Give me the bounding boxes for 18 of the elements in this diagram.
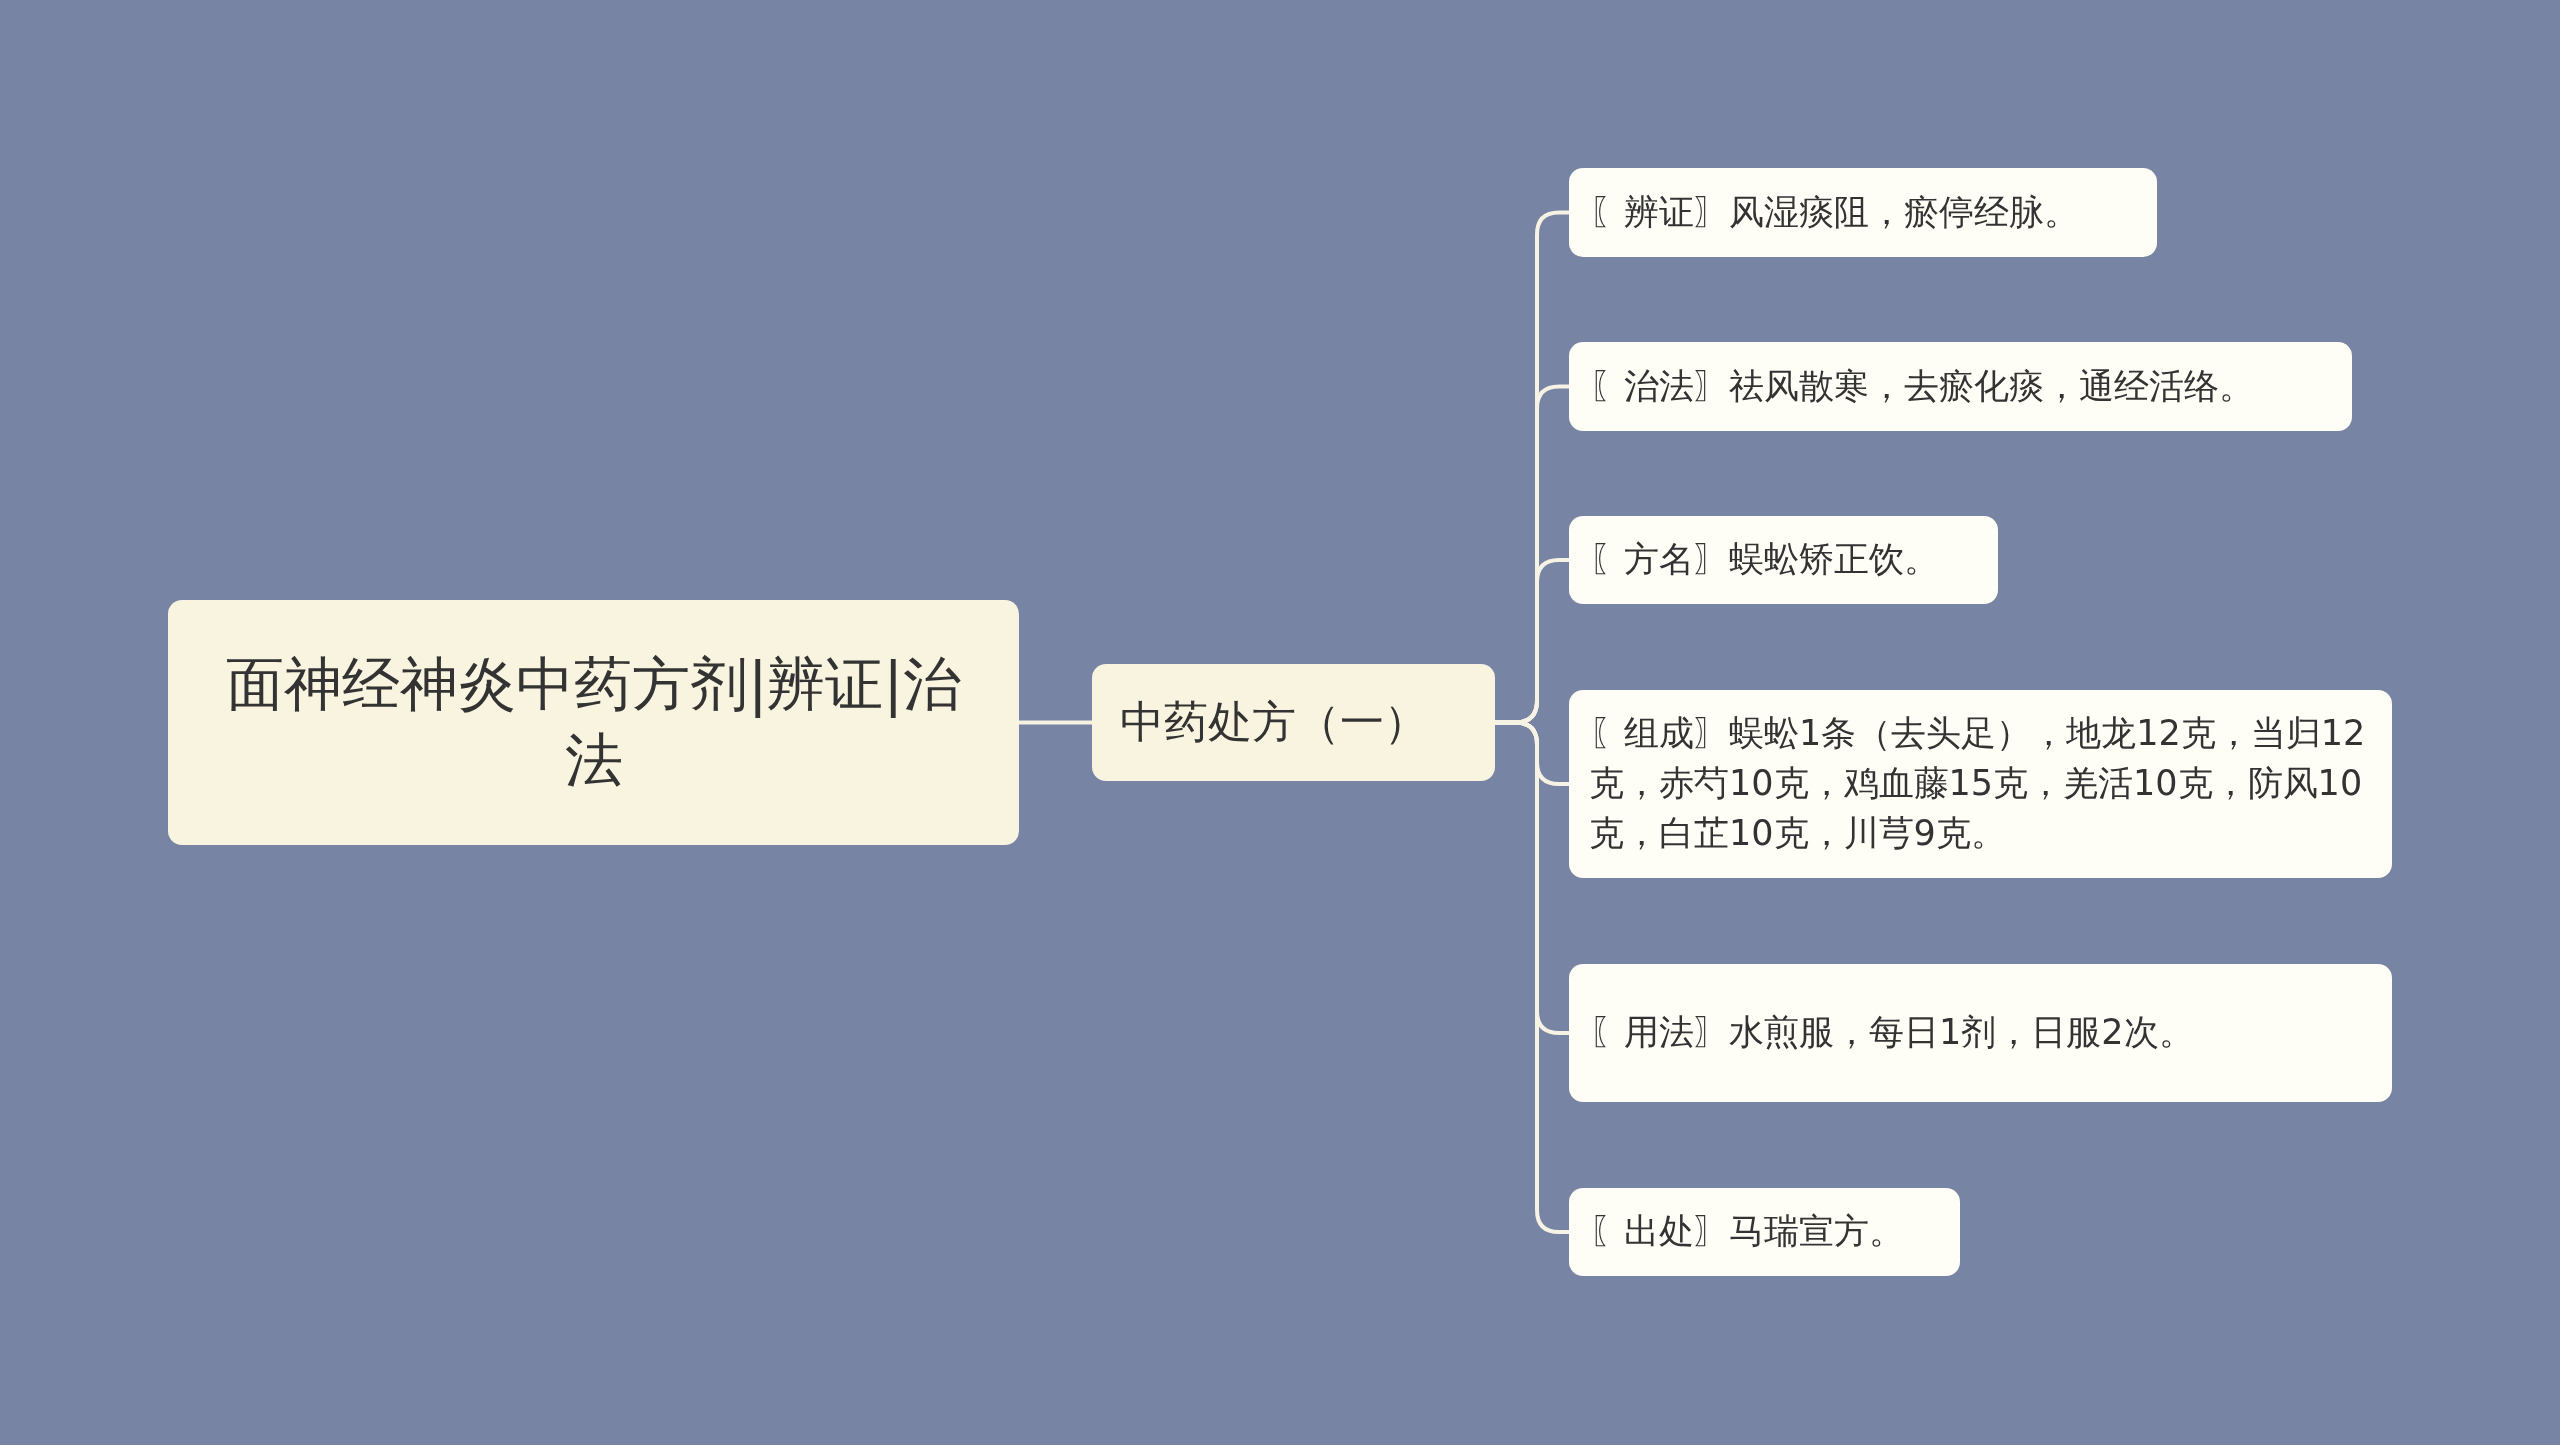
leaf-box	[1569, 168, 2157, 257]
connector-line	[1495, 720, 1569, 1234]
leaf-box	[1569, 964, 2392, 1102]
node-text: 〖用法〗水煎服，每日1剂，日服2次。	[1589, 1011, 2194, 1055]
node-text: 〖方名〗蜈蚣矫正饮。	[1589, 538, 1939, 582]
node-text: 〖治法〗祛风散寒，去瘀化痰，通经活络。	[1589, 364, 2254, 408]
leaf-box	[1569, 516, 1998, 604]
node-text: 〖出处〗马瑞宣方。	[1589, 1210, 1904, 1254]
leaf-box	[1569, 690, 2392, 878]
connector-line	[1019, 720, 1092, 725]
branch-box	[1092, 664, 1495, 781]
node-text: 面神经神炎中药方剂|辨证|治法	[224, 649, 963, 796]
topic-box	[168, 600, 1019, 845]
leaf-box	[1569, 342, 2352, 431]
node-text: 〖辨证〗风湿痰阻，瘀停经脉。	[1589, 190, 2079, 234]
node-text: 中药处方（一）	[1120, 695, 1428, 749]
leaf-box	[1569, 1188, 1960, 1276]
node-text: 〖组成〗蜈蚣1条（去头足），地龙12克，当归12克，赤芍10克，鸡血藤15克，羌活10克，防风10克，白芷10克，川芎9克。	[1589, 712, 2367, 855]
